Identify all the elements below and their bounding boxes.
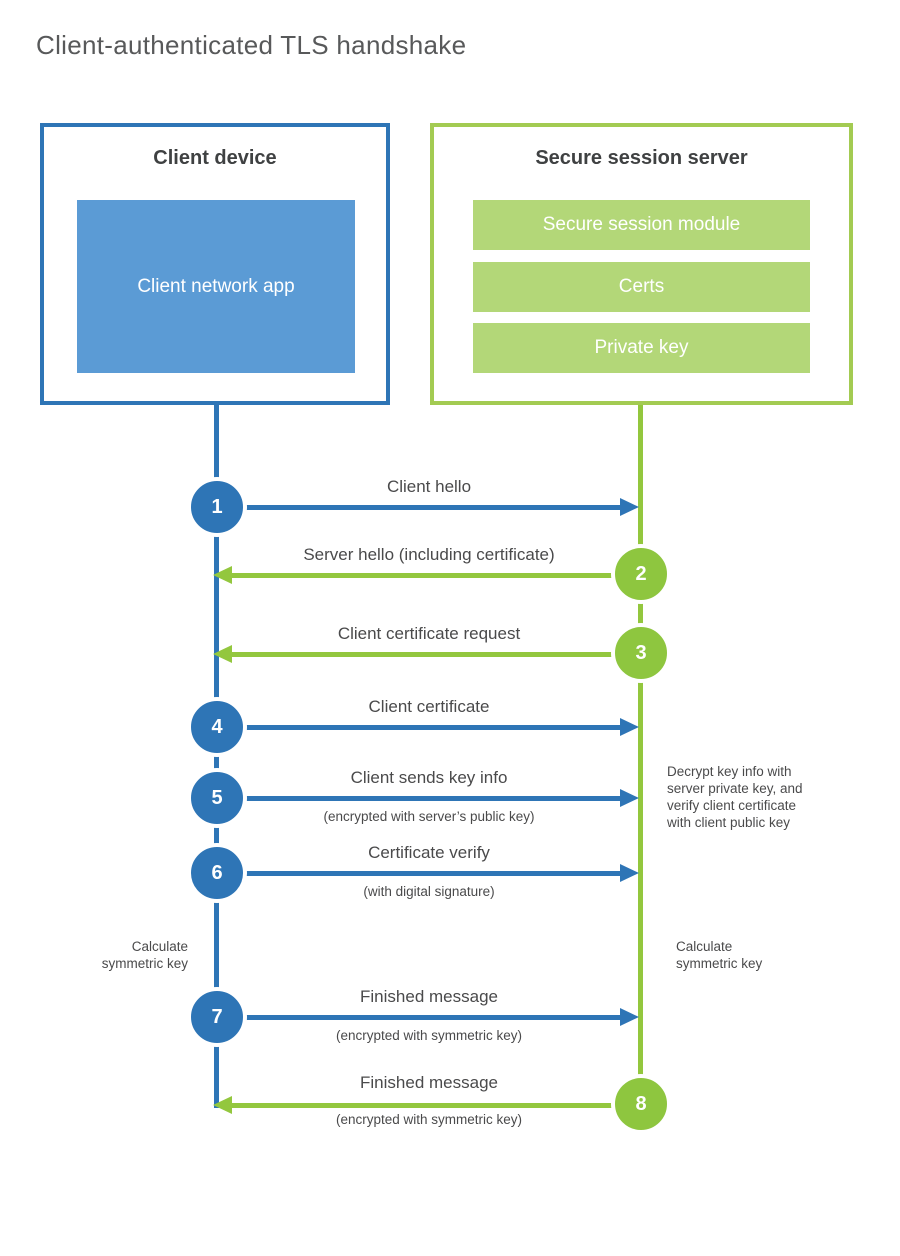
step-5-sublabel: (encrypted with server’s public key) [323, 809, 535, 824]
step-5-label: Client sends key info [350, 768, 508, 787]
decrypt-note-line: with client public key [667, 815, 791, 830]
step-2-arrowhead-icon [213, 566, 232, 584]
calculate-symmetric-key-note-server: Calculate symmetric key [676, 938, 806, 972]
client-network-app-label: Client network app [137, 275, 295, 297]
step-2-number: 2 [635, 562, 647, 585]
step-8-sublabel: (encrypted with symmetric key) [335, 1112, 523, 1127]
step-6-circle: 6 [187, 843, 247, 903]
step-6-arrow-line [217, 871, 620, 876]
step-5-number: 5 [211, 786, 223, 809]
calc-note-line: symmetric key [101, 956, 188, 971]
step-1-label: Client hello [386, 477, 472, 496]
server-module-certs: Certs [473, 262, 810, 312]
step-6-sublabel: (with digital signature) [363, 884, 495, 899]
server-module-secure-session: Secure session module [473, 200, 810, 250]
step-8-arrowhead-icon [213, 1096, 232, 1114]
step-4-arrow-line [217, 725, 620, 730]
decrypt-note-line: server private key, and [667, 781, 803, 796]
decrypt-note-line: Decrypt key info with [667, 764, 792, 779]
calc-note-line: Calculate [676, 939, 733, 954]
step-5-arrow-line [217, 796, 620, 801]
step-2-label: Server hello (including certificate) [303, 545, 555, 564]
step-5-arrowhead-icon [620, 789, 639, 807]
step-2-circle: 2 [611, 544, 671, 604]
step-5-circle: 5 [187, 768, 247, 828]
step-4-arrowhead-icon [620, 718, 639, 736]
calculate-symmetric-key-note-client: Calculate symmetric key [58, 938, 188, 972]
step-8-number: 8 [635, 1092, 647, 1115]
step-8-arrow-line [232, 1103, 641, 1108]
step-6-number: 6 [211, 861, 223, 884]
server-module-private-key: Private key [473, 323, 810, 373]
client-device-box: Client device Client network app [40, 123, 390, 405]
step-7-arrowhead-icon [620, 1008, 639, 1026]
step-7-number: 7 [211, 1005, 223, 1028]
step-1-circle: 1 [187, 477, 247, 537]
secure-session-server-box: Secure session server Secure session mod… [430, 123, 853, 405]
decrypt-note-line: verify client certificate [667, 798, 797, 813]
step-3-circle: 3 [611, 623, 671, 683]
step-1-number: 1 [211, 495, 223, 518]
step-3-number: 3 [635, 641, 647, 664]
page-title: Client-authenticated TLS handshake [36, 30, 467, 60]
step-2-arrow-line [232, 573, 641, 578]
client-device-title: Client device [153, 147, 277, 169]
step-4-label: Client certificate [368, 697, 490, 716]
secure-session-server-title: Secure session server [535, 147, 748, 169]
step-4-circle: 4 [187, 697, 247, 757]
step-6-arrowhead-icon [620, 864, 639, 882]
step-1-arrow-line [217, 505, 620, 510]
calc-note-line: symmetric key [676, 956, 763, 971]
step-3-arrowhead-icon [213, 645, 232, 663]
step-8-label: Finished message [360, 1073, 498, 1092]
server-lifeline [638, 405, 643, 1132]
step-8-circle: 8 [611, 1074, 671, 1134]
step-7-sublabel: (encrypted with symmetric key) [335, 1028, 523, 1043]
step-1-arrowhead-icon [620, 498, 639, 516]
step-6-label: Certificate verify [368, 843, 490, 862]
step-3-label: Client certificate request [337, 624, 521, 643]
step-3-arrow-line [232, 652, 641, 657]
calc-note-line: Calculate [131, 939, 188, 954]
step-7-label: Finished message [360, 987, 498, 1006]
step-4-number: 4 [211, 715, 223, 738]
client-network-app-box: Client network app [77, 200, 355, 373]
decrypt-key-note: Decrypt key info with server private key… [667, 763, 842, 831]
step-7-arrow-line [217, 1015, 620, 1020]
step-7-circle: 7 [187, 987, 247, 1047]
